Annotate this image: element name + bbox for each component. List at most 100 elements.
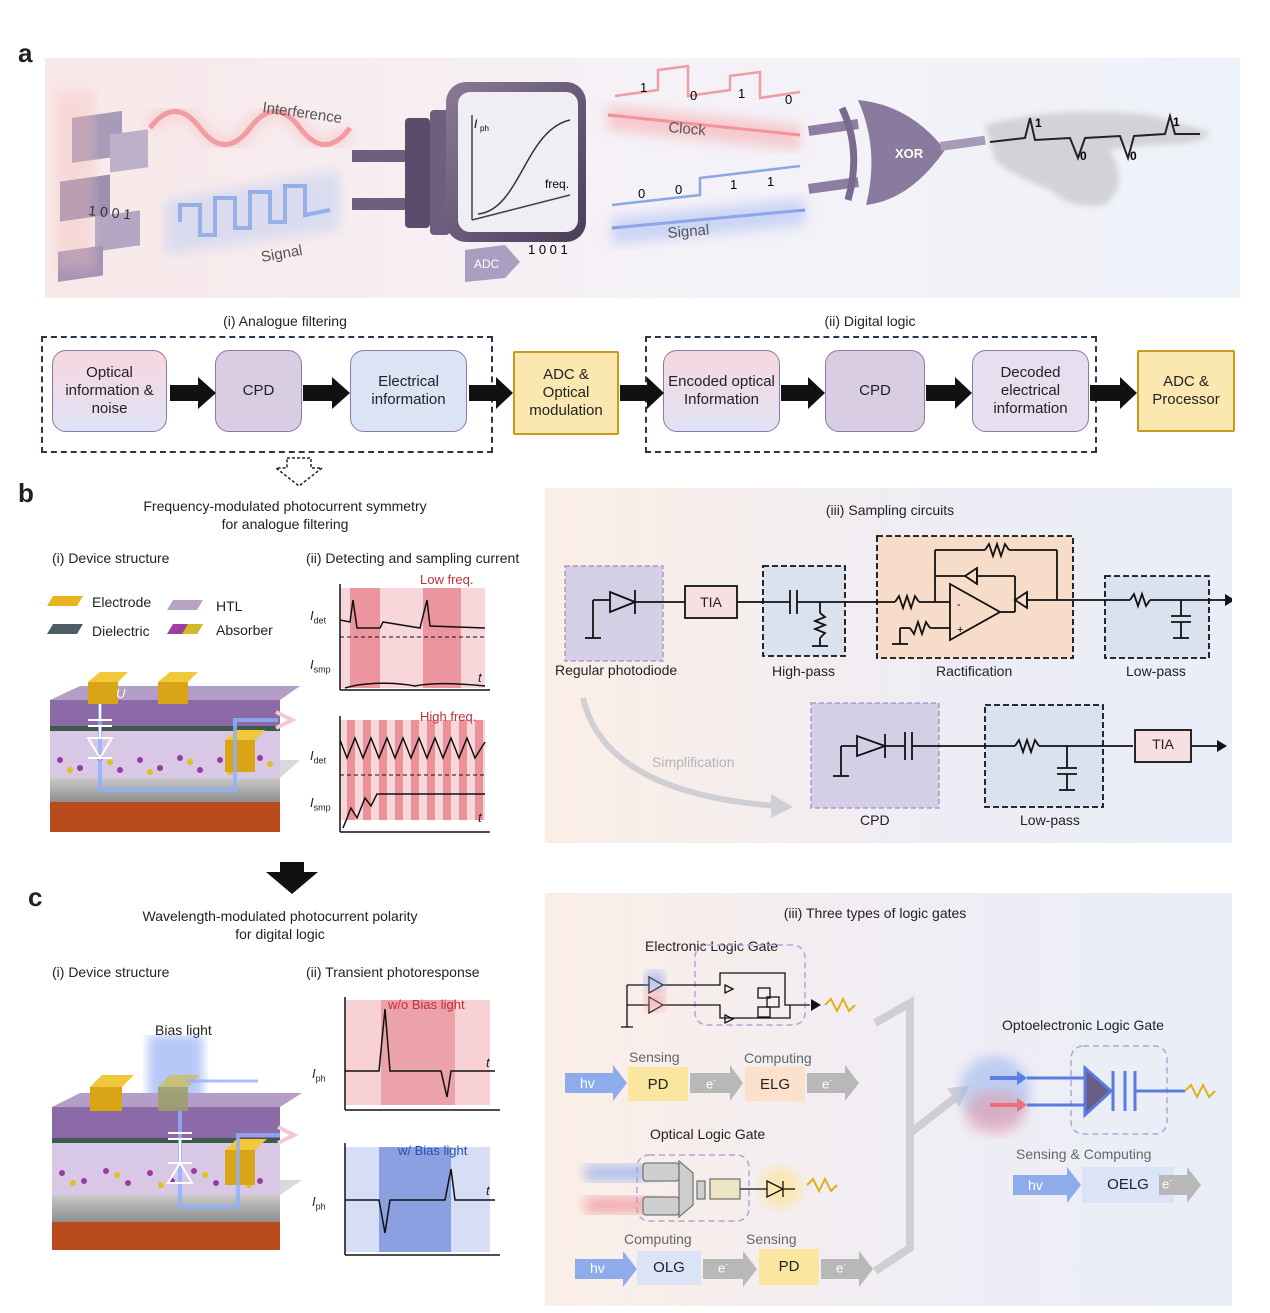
- panel-a-letter: a: [18, 38, 33, 68]
- input-pixel-blocks: [55, 90, 148, 282]
- low-pass-label: Low-pass: [1126, 663, 1186, 679]
- flow-box-adc-optical: ADC & Optical modulation: [513, 351, 619, 435]
- panel-b-letter: b: [18, 478, 34, 508]
- elg-computing-label: Computing: [744, 1050, 812, 1066]
- clock-label: Clock: [668, 119, 707, 139]
- olg-e-label-2: e-: [836, 1260, 846, 1276]
- flow-box-electrical-info: Electrical information: [350, 350, 467, 432]
- sampling-circuits-title: (iii) Sampling circuits: [825, 502, 955, 518]
- signal-line-label: Signal: [667, 221, 710, 242]
- olg-title: Optical Logic Gate: [650, 1126, 766, 1142]
- panel-c-letter: c: [28, 882, 43, 912]
- panel-b-sampling-title: (ii) Detecting and sampling current: [306, 550, 520, 566]
- flow-arrow-1: [170, 377, 216, 409]
- panel-c-device-structure: [52, 1035, 302, 1250]
- clock-bit-2: 0: [690, 88, 697, 103]
- clock-bit-3: 1: [738, 86, 745, 101]
- legend-electrode: Electrode: [92, 594, 152, 610]
- iph-axis-label: I: [474, 117, 478, 131]
- elg-e-label-1: e-: [706, 1076, 716, 1092]
- flow-arrows: [170, 377, 1137, 487]
- low-pass-label-2: Low-pass: [1020, 812, 1080, 828]
- flow-arrow-7: [1090, 377, 1137, 409]
- regular-photodiode-box: [564, 565, 664, 662]
- low-pass-box: [1104, 575, 1210, 659]
- flow-box-adc-processor: ADC & Processor: [1137, 350, 1235, 432]
- flow-box-cpd-1: CPD: [215, 350, 302, 432]
- panel-c-title-line1: Wavelength-modulated photocurrent polari…: [142, 908, 418, 924]
- clock-bit-4: 0: [785, 92, 792, 107]
- clock-bit-1: 1: [640, 80, 647, 95]
- flow-box-optical-info: Optical information & noise: [52, 350, 167, 432]
- olg-pd-label: PD: [778, 1258, 800, 1275]
- flow-arrow-3: [469, 377, 513, 409]
- digital-logic-title: (ii) Digital logic: [824, 313, 916, 329]
- t-label-1: t: [478, 670, 482, 685]
- regular-photodiode-label: Regular photodiode: [555, 662, 678, 678]
- legend-dielectric-swatch: [47, 624, 83, 634]
- olg-computing-label: Computing: [624, 1231, 692, 1247]
- oelg-sensing-computing-label: Sensing & Computing: [1016, 1146, 1152, 1162]
- signal-bit-1: 0: [638, 186, 645, 201]
- bias-light-label: Bias light: [155, 1022, 212, 1038]
- htl-layer: [50, 700, 280, 728]
- low-pass-box-2: [984, 704, 1104, 808]
- adc-tag: [465, 245, 520, 282]
- panel-a-illustration: I ph freq. ADC 1 0 0 1 Interference Sign…: [45, 58, 1240, 298]
- legend-htl-swatch: [167, 600, 203, 610]
- signal-bit-3: 1: [730, 177, 737, 192]
- legend-dielectric: Dielectric: [92, 623, 150, 639]
- flow-arrow-6: [926, 377, 972, 409]
- legend-electrode-swatch: [47, 596, 83, 606]
- low-freq-label: Low freq.: [420, 572, 474, 587]
- flow-box-encoded-optical: Encoded optical Information: [663, 350, 780, 432]
- idet-label-1: Idet: [310, 608, 327, 626]
- iph-label-1: Iph: [312, 1066, 326, 1084]
- panel-b-title-line1: Frequency-modulated photocurrent symmetr…: [143, 498, 427, 514]
- u-label: U: [116, 686, 126, 701]
- elg-e-label-2: e-: [822, 1076, 832, 1092]
- dashed-down-arrow: [273, 457, 325, 487]
- signal-digital-wave: [611, 164, 801, 207]
- output-bit-4: 1: [1173, 115, 1180, 129]
- signal-bit-2: 0: [675, 182, 682, 197]
- detector-cube: [352, 82, 586, 242]
- ismp-label-2: Ismp: [310, 795, 331, 813]
- elg-sensing-label: Sensing: [629, 1049, 680, 1065]
- adc-label: ADC: [474, 257, 500, 271]
- iph-label-2: Iph: [312, 1194, 326, 1212]
- svg-text:+: +: [957, 624, 963, 636]
- w-bias-label: w/ Bias light: [398, 1143, 468, 1158]
- flow-arrow-2: [303, 377, 350, 409]
- output-bit-2: 0: [1080, 149, 1087, 163]
- panel-b-device-title: (i) Device structure: [52, 550, 170, 566]
- output-bit-3: 0: [1130, 149, 1137, 163]
- panel-b-title-line2: for analogue filtering: [221, 516, 349, 532]
- t-label-c2: t: [486, 1183, 490, 1198]
- flow-box-decoded-electrical: Decoded electrical information: [972, 350, 1089, 432]
- oelg-label: OELG: [1107, 1176, 1149, 1193]
- merge-arrows: [872, 996, 914, 1275]
- t-label-c1: t: [486, 1055, 490, 1070]
- olg-e-label-1: e-: [718, 1260, 728, 1276]
- panel-c-device-title: (i) Device structure: [52, 964, 170, 980]
- rectification-label: Ractification: [936, 663, 1013, 679]
- xor-gate: [808, 100, 986, 205]
- xor-label: XOR: [895, 146, 924, 161]
- svg-text:ph: ph: [480, 124, 489, 133]
- input-bits: 1 0 0 1: [88, 202, 132, 222]
- panel-c-transient-title: (ii) Transient photoresponse: [306, 964, 480, 980]
- panel-b-sampling-plots: [339, 584, 490, 833]
- panel-c-title-line2: for digital logic: [235, 926, 325, 942]
- elg-hv-label: hv: [580, 1075, 595, 1091]
- sampling-circuit-diagram: - +: [564, 535, 1232, 818]
- flow-box-cpd-2: CPD: [825, 350, 925, 432]
- olg-sensing-label: Sensing: [746, 1231, 797, 1247]
- logic-gates-diagram: [565, 944, 1216, 1287]
- output-waveform: [989, 112, 1200, 162]
- b-to-c-arrow: [266, 862, 318, 894]
- capacitor-diode-symbol: [86, 704, 114, 760]
- olg-hv-label: hv: [590, 1260, 605, 1276]
- simplification-label: Simplification: [652, 754, 735, 770]
- high-freq-label: High freq.: [420, 709, 477, 724]
